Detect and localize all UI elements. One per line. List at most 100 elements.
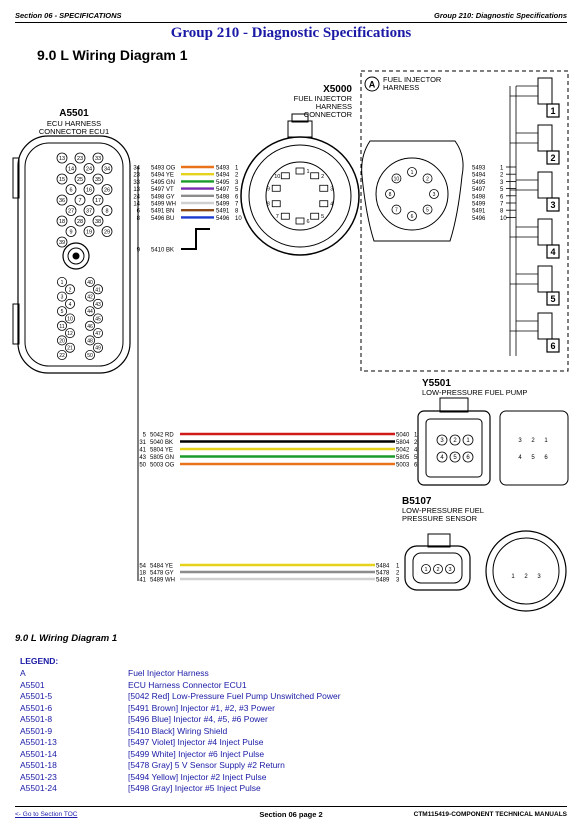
- inj-ecu-pin: 13: [133, 187, 140, 193]
- harness-wire-num: 5493: [472, 166, 486, 172]
- x5000-pin: [295, 167, 305, 175]
- legend-key: A5501-18: [20, 760, 57, 770]
- section-title: 9.0 L Wiring Diagram 1: [37, 47, 188, 63]
- harness-pin: [385, 189, 395, 199]
- injector-number: 4: [550, 247, 555, 257]
- injector-number: 2: [550, 153, 555, 163]
- ecu-pin-label: 50: [87, 353, 93, 359]
- ecu-pin-label: 49: [95, 346, 101, 352]
- header-group: Group 210: Diagnostic Specifications: [434, 11, 567, 20]
- legend-row: A5501-14[5499 White] Injector #6 Inject …: [20, 749, 560, 761]
- legend-key: A5501: [20, 679, 45, 690]
- sensor-pin-label: 3: [448, 567, 451, 573]
- inj-wire-num: 5494: [216, 173, 230, 179]
- ecu-pin: [65, 328, 76, 339]
- injector-number: 3: [550, 200, 555, 210]
- harness-callout-circle: [364, 76, 380, 92]
- pump-wire-label: 5040 BK: [150, 440, 173, 446]
- pump-wire-num: 5003: [396, 463, 410, 469]
- manual-id: CTM115419-COMPONENT TECHNICAL MANUALS: [413, 811, 567, 818]
- ecu-pin: [74, 215, 86, 227]
- pump-pin-label: 2: [453, 438, 457, 444]
- pump-face-pin-label: 4: [518, 455, 522, 461]
- x5000-pin-label: 5: [321, 214, 324, 220]
- harness-pin-label: 7: [395, 208, 398, 214]
- sensor-ecu-pin: 18: [139, 571, 146, 577]
- ecu-pin-label: 21: [67, 346, 73, 352]
- harness-pin: [422, 173, 433, 184]
- ecu-pin: [57, 306, 68, 317]
- toc-link[interactable]: <- Go to Section TOC: [15, 811, 78, 818]
- ecu-pin: [92, 194, 104, 206]
- ecu-pin: [83, 205, 95, 216]
- inj-ecu-pin: 24: [133, 194, 140, 200]
- pump-pin-label: 5: [453, 455, 457, 461]
- pump-wire-num: 5040: [396, 433, 410, 439]
- ecu-pin: [93, 328, 104, 339]
- legend-row: A5501-6[5491 Brown] Injector #1, #2, #3 …: [20, 703, 560, 715]
- ecu-pin-label: 34: [104, 167, 110, 173]
- pump-face-pin-label: 2: [531, 438, 535, 444]
- ecu-pin: [85, 320, 96, 331]
- ecu-pin: [57, 276, 68, 287]
- harness-pin: [422, 204, 433, 215]
- pump-pin: [462, 451, 474, 463]
- legend-desc: [5494 Yellow] Injector #2 Inject Pulse: [128, 771, 267, 782]
- legend-desc: [5478 Gray] 5 V Sensor Supply #2 Return: [128, 760, 285, 770]
- harness-wire-num: 5498: [472, 194, 486, 200]
- harness-pin-label: 5: [426, 208, 429, 214]
- injector-number-box: [546, 150, 560, 165]
- ecu-pin: [56, 173, 68, 185]
- ecu-pin: [57, 349, 68, 360]
- ecu-pin-label: 6: [69, 188, 72, 194]
- ecu-pin: [57, 291, 68, 302]
- harness-wire-pin: 7: [500, 202, 504, 208]
- sensor-end-pin: 2: [396, 571, 400, 577]
- sensor-ecu-pin: 41: [139, 578, 146, 584]
- x5000-pin: [310, 172, 320, 180]
- inj-wire-label: 5497 VT: [151, 187, 174, 193]
- injector-body: [537, 312, 553, 340]
- ecu-pin: [93, 313, 104, 324]
- inj-wire-num: 5498: [216, 194, 230, 200]
- legend-key: A: [20, 668, 26, 678]
- ecu-pin: [65, 205, 77, 216]
- sensor-wire-label: 5484 YE: [150, 564, 173, 570]
- legend-desc: [5042 Red] Low-Pressure Fuel Pump Unswit…: [128, 691, 341, 701]
- inj-x-pin: 5: [235, 187, 239, 193]
- harness-pin-label: 3: [433, 192, 436, 198]
- ecu-pin: [65, 342, 76, 353]
- sensor-wire-num: 5478: [376, 571, 390, 577]
- ecu-pin: [65, 163, 77, 174]
- x5000-line1: FUEL INJECTOR: [294, 94, 353, 103]
- ecu-pin: [65, 184, 77, 195]
- page-number: Section 06 page 2: [259, 810, 323, 819]
- pump-wire-label: 5003 OG: [150, 463, 175, 469]
- ecu-pin: [57, 335, 68, 346]
- pump-face-pin-label: 5: [531, 455, 535, 461]
- legend-row: A5501-5[5042 Red] Low-Pressure Fuel Pump…: [20, 691, 560, 703]
- shield-wire: [181, 228, 210, 250]
- ecu-pin-label: 28: [77, 219, 83, 225]
- ecu-pin-label: 10: [67, 317, 73, 323]
- ecu-pin-label: 25: [77, 177, 83, 183]
- ecu-pin: [101, 163, 113, 174]
- pump-end-pin: 2: [414, 440, 418, 446]
- ecu-pin: [65, 226, 77, 237]
- inj-wire-num: 5495: [216, 180, 230, 186]
- x5000-pin: [280, 172, 290, 180]
- ecu-pin-label: 40: [87, 280, 93, 286]
- harness-line2: HARNESS: [383, 83, 419, 92]
- pump-pin: [449, 451, 461, 463]
- legend-desc: [5498 Gray] Injector #5 Inject Pulse: [128, 783, 261, 793]
- x5000-pin-label: 2: [321, 174, 324, 180]
- harness-pin-label: 2: [426, 176, 429, 182]
- x5000-pin-label: 7: [276, 214, 279, 220]
- page-title: Group 210 - Diagnostic Specifications: [170, 25, 412, 41]
- ecu-pin: [57, 320, 68, 331]
- ecu-pin: [85, 335, 96, 346]
- injector-body: [537, 218, 553, 246]
- legend-key: A5501-9: [20, 725, 53, 736]
